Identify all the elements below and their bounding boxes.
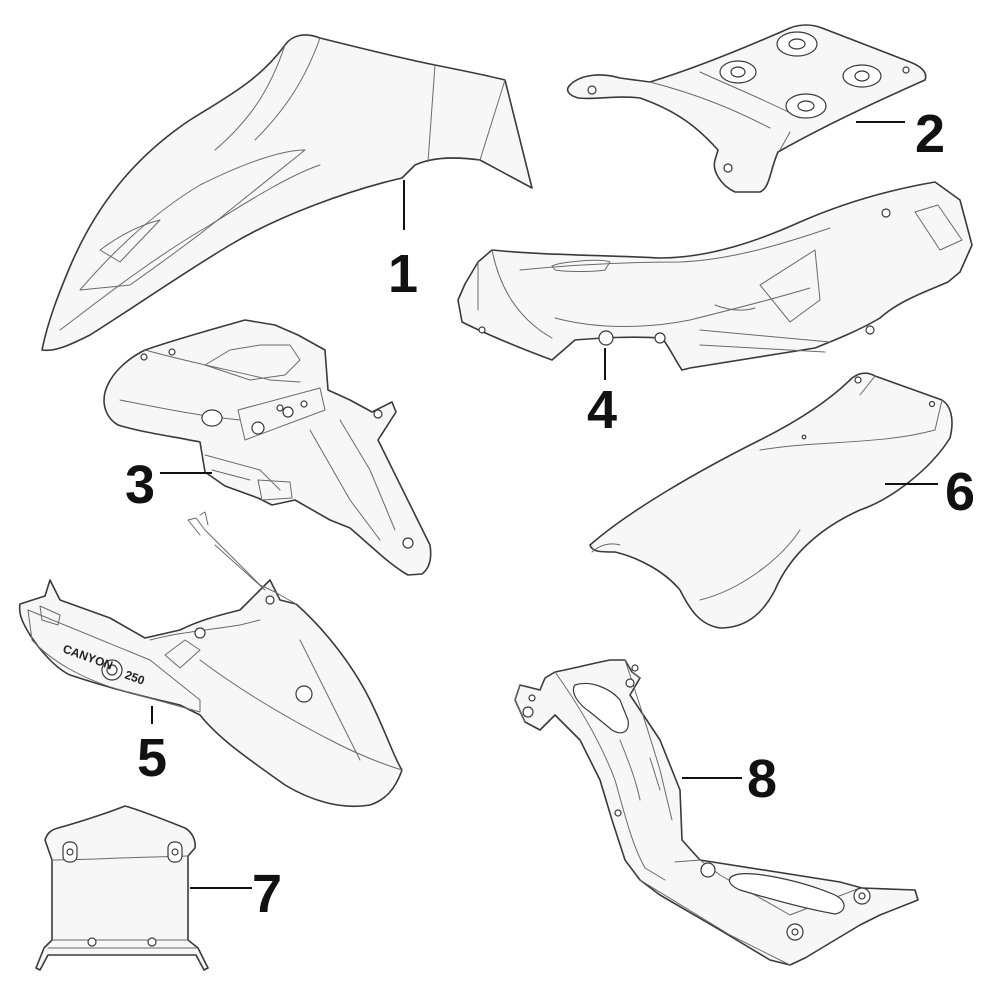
part-number-6: 6 (945, 462, 975, 522)
part-number-8: 8 (747, 749, 777, 809)
part-number-2: 2 (915, 104, 945, 164)
rear-fender-support (103, 319, 432, 576)
skid-plate-bracket (566, 24, 927, 193)
part-number-4: 4 (587, 380, 617, 440)
rear-fender: CANYON 250 (18, 511, 403, 808)
mud-flap (589, 372, 953, 629)
part-number-3: 3 (125, 455, 155, 515)
front-bracket (35, 805, 209, 971)
fender-decal-model: 250 (123, 668, 147, 688)
part-number-1: 1 (388, 244, 418, 304)
part-number-5: 5 (137, 728, 167, 788)
front-fender (41, 34, 533, 352)
frame-rail-cover (457, 181, 973, 371)
engine-guard-bracket (514, 659, 919, 966)
part-number-7: 7 (252, 864, 282, 924)
